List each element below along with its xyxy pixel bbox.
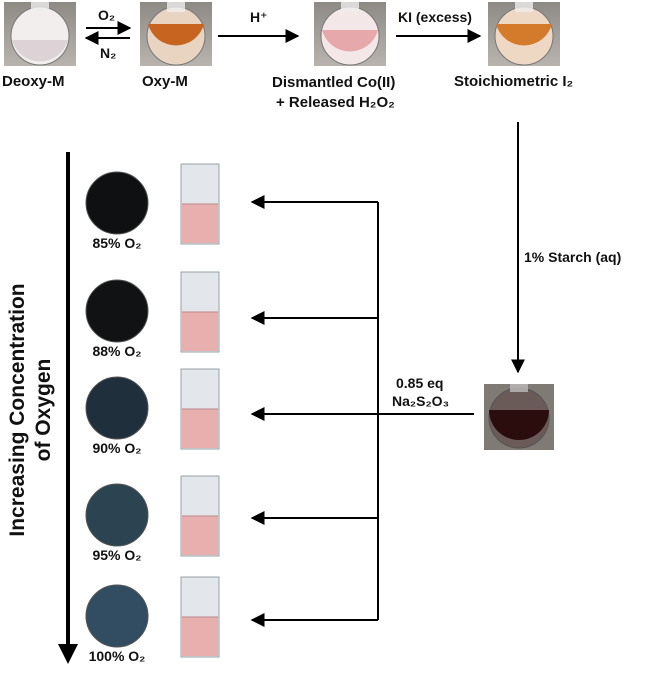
color-swatch	[85, 279, 149, 343]
flask-deoxy-photo	[4, 2, 76, 66]
sample-item: 100% O₂	[85, 576, 220, 664]
axis-label-line1: Increasing Concentration	[6, 283, 29, 536]
label-oxy: Oxy-M	[142, 73, 188, 90]
color-swatch	[85, 584, 149, 648]
label-n2: N₂	[100, 45, 116, 61]
color-swatch	[85, 483, 149, 547]
vial-solution	[182, 516, 218, 555]
vial-solution	[182, 409, 218, 448]
color-swatch	[85, 376, 149, 440]
label-dismantled-1: Dismantled Co(II)	[272, 74, 395, 91]
sample-item: 85% O₂	[85, 163, 220, 251]
label-deoxy: Deoxy-M	[2, 73, 65, 90]
label-iodine: Stoichiometric I₂	[454, 73, 573, 90]
label-o2: O₂	[98, 7, 115, 23]
vial-solution	[182, 204, 218, 243]
vial-solution	[182, 312, 218, 351]
distribution-lines	[250, 195, 474, 627]
samples: 85% O₂ 88% O₂ 90% O₂ 95% O₂ 100% O₂	[85, 163, 220, 664]
flask-iodine-photo	[488, 2, 560, 66]
label-ki: KI (excess)	[398, 9, 472, 25]
sample-label: 95% O₂	[92, 547, 141, 563]
sample-label: 88% O₂	[92, 343, 141, 359]
flask-oxy-photo	[140, 2, 212, 66]
sample-label: 100% O₂	[89, 648, 146, 664]
axis-label-group: Increasing Concentration of Oxygen	[6, 283, 55, 536]
flask-dismantled-photo	[314, 2, 386, 66]
sample-item: 95% O₂	[85, 475, 220, 563]
sample-item: 88% O₂	[85, 271, 220, 359]
equilibrium-arrows	[84, 21, 132, 45]
sample-label: 85% O₂	[92, 235, 141, 251]
label-acid: H⁺	[250, 9, 268, 25]
label-thio-formula: Na₂S₂O₃	[392, 393, 449, 409]
flask-starch-photo	[484, 384, 554, 450]
label-dismantled-2: + Released H₂O₂	[276, 94, 395, 111]
axis-label-line2: of Oxygen	[32, 359, 55, 462]
label-thio-eq: 0.85 eq	[396, 375, 443, 391]
label-starch: 1% Starch (aq)	[524, 249, 621, 265]
color-swatch	[85, 171, 149, 235]
vial-solution	[182, 617, 218, 656]
sample-item: 90% O₂	[85, 368, 220, 456]
sample-label: 90% O₂	[92, 440, 141, 456]
